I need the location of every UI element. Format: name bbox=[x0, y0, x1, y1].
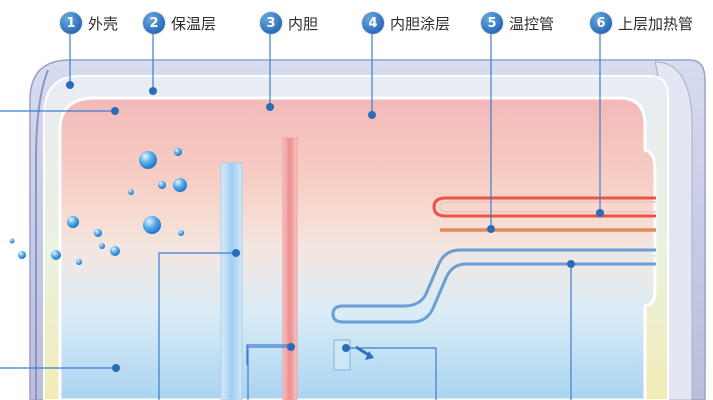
number-badge-1: 1 bbox=[60, 12, 82, 34]
shell-left-edge bbox=[35, 69, 49, 400]
label-thermostat-tube: 5 温控管 bbox=[481, 11, 554, 35]
label-text-inner-tank: 内胆 bbox=[288, 14, 319, 33]
label-text-insulation: 保温层 bbox=[171, 14, 217, 33]
bottom-connector bbox=[246, 344, 290, 365]
label-shell: 1 外壳 bbox=[60, 11, 118, 35]
lower-heating-tube-inner bbox=[345, 255, 656, 314]
water-bubbles bbox=[9, 148, 187, 265]
number-badge-2: 2 bbox=[143, 12, 165, 34]
label-insulation: 2 保温层 bbox=[143, 11, 216, 35]
leader-dots bbox=[66, 81, 604, 372]
number-badge-3: 3 bbox=[260, 12, 282, 34]
hot-water-pipe bbox=[282, 137, 298, 400]
lower-heating-tube bbox=[331, 248, 656, 324]
upper-heating-tube bbox=[432, 196, 656, 218]
label-upper-heating-tube: 6 上层加热管 bbox=[590, 11, 693, 35]
number-badge-6: 6 bbox=[590, 12, 612, 34]
inner-tank bbox=[58, 96, 657, 400]
number-badge-5: 5 bbox=[481, 12, 503, 34]
anode-arrow-head bbox=[365, 351, 374, 360]
label-tank-coating: 4 内胆涂层 bbox=[362, 11, 450, 35]
label-text-shell: 外壳 bbox=[88, 14, 119, 33]
label-inner-tank: 3 内胆 bbox=[260, 11, 318, 35]
cold-water-pipe bbox=[220, 162, 243, 400]
leader-lines bbox=[0, 34, 601, 400]
number-badge-4: 4 bbox=[362, 12, 384, 34]
label-text-upper-heating-tube: 上层加热管 bbox=[618, 14, 694, 33]
upper-heating-tube-inner bbox=[439, 201, 656, 213]
label-text-tank-coating: 内胆涂层 bbox=[390, 14, 451, 33]
label-text-thermostat-tube: 温控管 bbox=[509, 14, 555, 33]
